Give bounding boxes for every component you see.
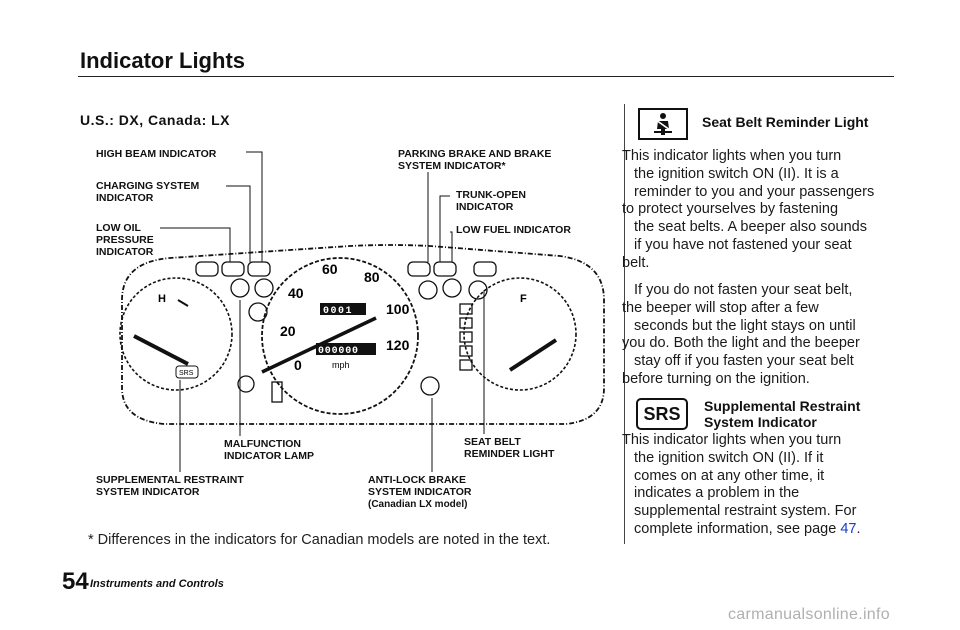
speed-mark-80: 80 [364, 269, 380, 285]
text-segment: . [856, 520, 861, 537]
temp-hot-label: H [158, 293, 166, 305]
callout-low-fuel: LOW FUEL INDICATOR [456, 224, 571, 236]
callout-parking-brake: PARKING BRAKE AND BRAKE SYSTEM INDICATOR… [398, 148, 552, 172]
speed-mark-0: 0 [294, 357, 302, 373]
text-line: This indicator lights when you turn [622, 432, 842, 448]
callout-abs-indicator: ANTI-LOCK BRAKE SYSTEM INDICATOR [368, 474, 472, 498]
page-47-link[interactable]: 47 [840, 520, 857, 537]
speed-mark-60: 60 [322, 261, 338, 277]
text-line: complete information, see page 47. [622, 521, 861, 539]
trip-readout: 000000 [318, 346, 359, 357]
watermark: carmanualsonline.info [728, 606, 890, 623]
text-line: before turning on the ignition. [622, 370, 810, 387]
srs-badge: SRS [636, 398, 688, 430]
text-line: the seat belts. A beeper also sounds [634, 219, 867, 236]
srs-cluster-icon: SRS [179, 370, 194, 377]
speed-mark-120: 120 [386, 337, 410, 353]
text-line: the ignition switch ON (II). It is a [634, 165, 839, 182]
text-line: supplemental restraint system. For [634, 503, 857, 520]
page-title: Indicator Lights [80, 48, 245, 73]
text-line: indicates a problem in the [634, 485, 800, 502]
section-name: Instruments and Controls [90, 578, 224, 590]
text-line: belt. [622, 254, 650, 271]
instrument-cluster-illustration: H SRS F 0 20 40 60 80 100 120 0001 00000… [119, 151, 605, 472]
text-segment: complete information, see page [634, 520, 841, 537]
srs-heading-line-2: System Indicator [704, 414, 817, 430]
callout-low-oil-pressure: LOW OIL PRESSURE INDICATOR [96, 222, 154, 258]
text-line: reminder to you and your passengers [634, 183, 875, 200]
text-line: This indicator lights when you turn [622, 148, 842, 164]
text-line: comes on at any other time, it [634, 467, 825, 484]
seat-belt-paragraph-2: If you do not fasten your seat belt, the… [622, 282, 860, 389]
callout-high-beam: HIGH BEAM INDICATOR [96, 148, 217, 160]
seat-belt-heading: Seat Belt Reminder Light [702, 114, 869, 130]
text-line: If you do not fasten your seat belt, [634, 282, 853, 298]
column-divider [624, 104, 625, 544]
srs-heading: Supplemental Restraint System Indicator [704, 398, 860, 430]
text-line: seconds but the light stays on until [634, 317, 856, 334]
odometer-readout: 0001 [323, 306, 353, 317]
callout-srs-indicator: SUPPLEMENTAL RESTRAINT SYSTEM INDICATOR [96, 474, 244, 498]
text-line: the ignition switch ON (II). If it [634, 449, 824, 466]
page-number: 54 [62, 568, 89, 595]
model-subheading: U.S.: DX, Canada: LX [80, 112, 231, 128]
callout-seat-belt-reminder: SEAT BELT REMINDER LIGHT [464, 436, 555, 460]
speed-mark-20: 20 [280, 323, 296, 339]
speed-mark-40: 40 [288, 285, 304, 301]
footnote: * Differences in the indicators for Cana… [88, 532, 551, 548]
srs-heading-line-1: Supplemental Restraint [704, 398, 861, 414]
seat-belt-icon [638, 108, 688, 140]
srs-paragraph: This indicator lights when you turn the … [622, 432, 861, 539]
text-line: to protect yourselves by fastening [622, 201, 839, 218]
callout-abs-note: (Canadian LX model) [368, 499, 468, 510]
fuel-full-label: F [520, 293, 527, 305]
text-line: stay off if you fasten your seat belt [634, 353, 854, 370]
speed-mark-100: 100 [386, 301, 410, 317]
seat-belt-paragraph-1: This indicator lights when you turn the … [622, 148, 874, 273]
speed-unit: mph [332, 360, 350, 370]
callout-trunk-open: TRUNK-OPEN INDICATOR [456, 189, 526, 213]
title-rule [78, 76, 894, 77]
callout-charging-system: CHARGING SYSTEM INDICATOR [96, 180, 200, 204]
text-line: you do. Both the light and the beeper [622, 335, 860, 352]
callout-malfunction-lamp: MALFUNCTION INDICATOR LAMP [224, 438, 315, 462]
text-line: the beeper will stop after a few [622, 299, 819, 316]
text-line: if you have not fastened your seat [634, 236, 852, 253]
